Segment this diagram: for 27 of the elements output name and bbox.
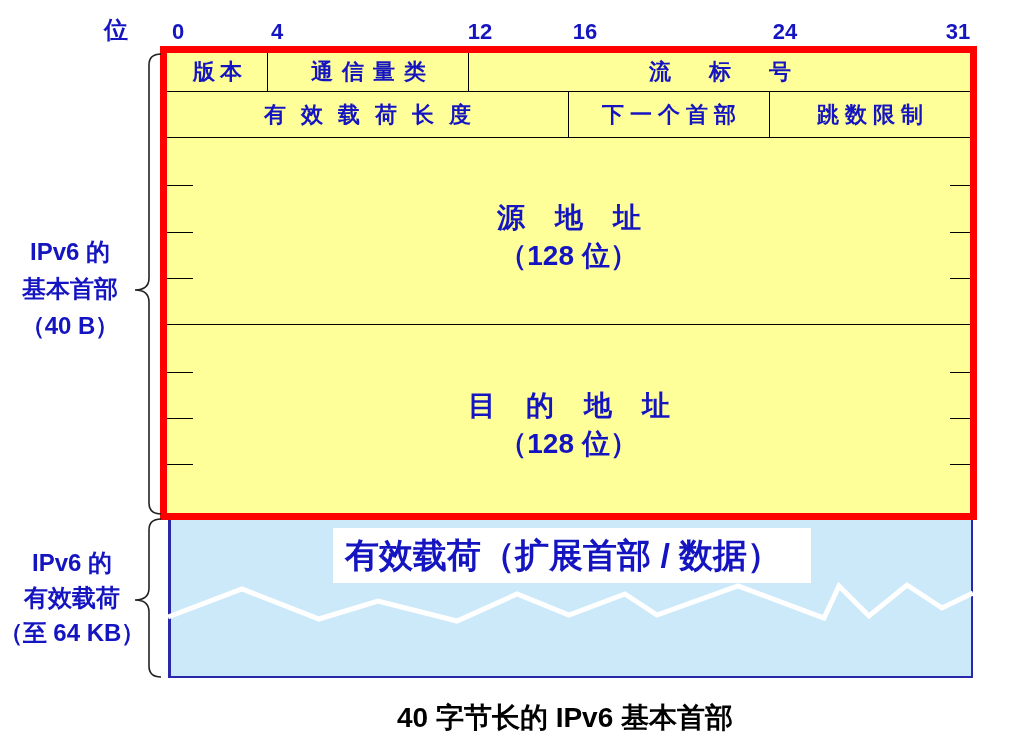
field-name: 源地址 [496,201,671,235]
field-size: （128 位） [499,239,638,273]
header-frame [160,46,977,520]
bit-axis-label: 位 [104,16,128,44]
bit-number: 0 [171,19,185,45]
field-size: （128 位） [499,427,638,461]
bit-number: 12 [467,19,493,45]
field-label: 下一个首部 [602,100,742,129]
header-field [569,92,770,138]
payload-label: 有效载荷（扩展首部 / 数据） [333,528,812,583]
header-field [167,53,268,92]
bit-number: 16 [572,19,598,45]
payload-box [168,520,973,678]
header-field [167,92,569,138]
header-field [268,53,469,92]
brace-label: IPv6 的有效载荷（至 64 KB） [0,547,146,648]
field-label: 通信量类 [310,58,435,86]
field-label: 版本 [192,58,247,86]
bit-number: 4 [270,19,284,45]
bit-number: 24 [772,19,798,45]
brace-label: IPv6 的基本首部（40 B） [20,236,120,341]
bit-number: 31 [945,19,971,45]
field-label: 有效载荷长度 [264,100,486,129]
caption: 40 字节长的 IPv6 基本首部 [396,701,734,735]
field-name: 目的地址 [467,389,700,423]
field-label: 跳数限制 [817,100,929,129]
field-label: 流标号 [648,58,829,86]
